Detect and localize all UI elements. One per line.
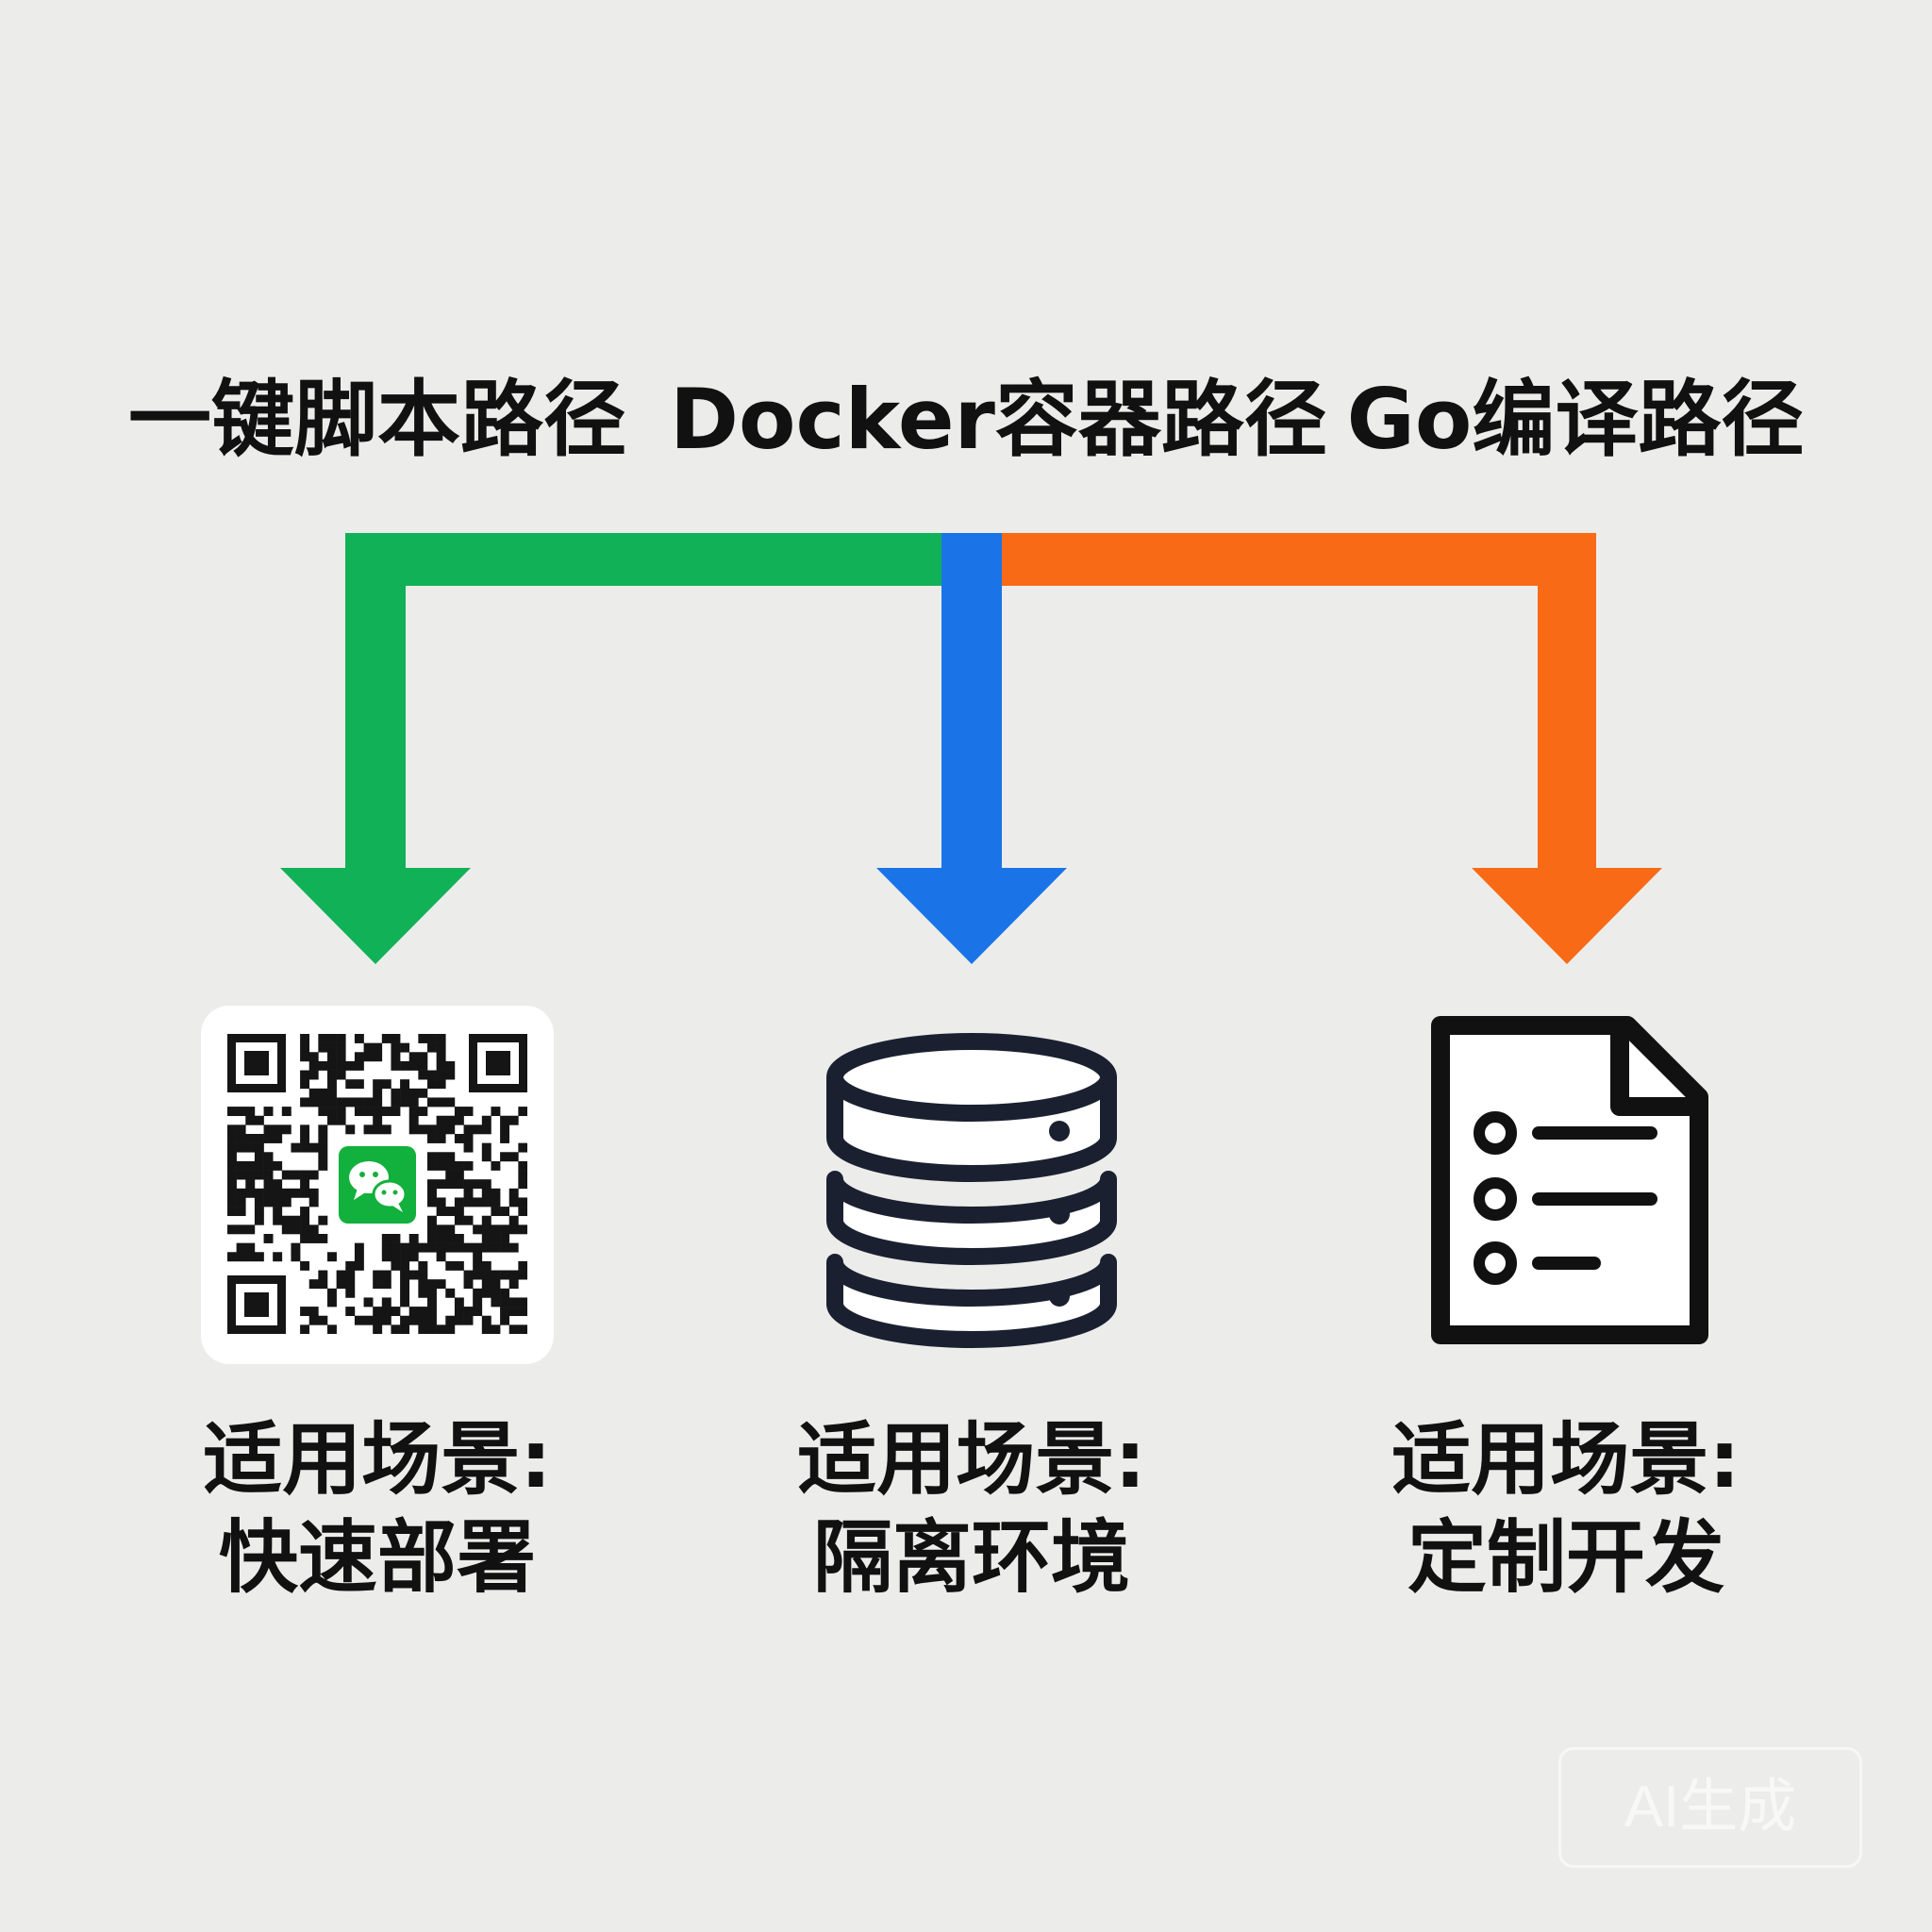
database-icon — [826, 1033, 1117, 1348]
orange-arrow-horizontal — [1002, 533, 1596, 586]
ai-generated-watermark: AI生成 — [1558, 1747, 1862, 1868]
orange-arrow-head — [1472, 868, 1662, 964]
path-title-docker: Docker容器路径 — [670, 371, 1327, 468]
caption-custom-dev: 适用场景: 定制开发 — [1340, 1410, 1792, 1607]
blue-arrow-shaft — [941, 533, 1002, 874]
green-arrow-head — [280, 868, 471, 964]
green-arrow-shaft — [345, 533, 406, 874]
qr-finder-top-left — [227, 1034, 286, 1092]
caption-label: 适用场景: — [1391, 1413, 1740, 1506]
path-title-go: Go编译路径 — [1346, 371, 1805, 468]
path-title-script: 一键脚本路径 — [127, 371, 626, 468]
caption-quick-deploy: 适用场景: 快速部署 — [151, 1410, 604, 1607]
caption-scenario: 快速部署 — [218, 1511, 536, 1604]
green-arrow-horizontal — [345, 533, 1002, 586]
blue-arrow-head — [876, 868, 1067, 964]
orange-arrow-shaft — [1538, 533, 1596, 874]
blue-arrow — [876, 533, 1067, 964]
green-arrow — [280, 533, 1002, 964]
wechat-logo-icon — [331, 1139, 424, 1231]
qr-finder-top-right — [469, 1034, 527, 1092]
document-list-icon — [1431, 1016, 1708, 1344]
caption-label: 适用场景: — [203, 1413, 552, 1506]
qr-finder-bottom-left — [227, 1275, 286, 1334]
qr-code-card — [201, 1006, 554, 1364]
orange-arrow — [1002, 533, 1662, 964]
wechat-qr-code-icon — [227, 1034, 527, 1334]
caption-label: 适用场景: — [797, 1413, 1146, 1506]
caption-isolated-env: 适用场景: 隔离环境 — [745, 1410, 1198, 1607]
caption-scenario: 定制开发 — [1407, 1511, 1724, 1604]
caption-scenario: 隔离环境 — [812, 1511, 1130, 1604]
